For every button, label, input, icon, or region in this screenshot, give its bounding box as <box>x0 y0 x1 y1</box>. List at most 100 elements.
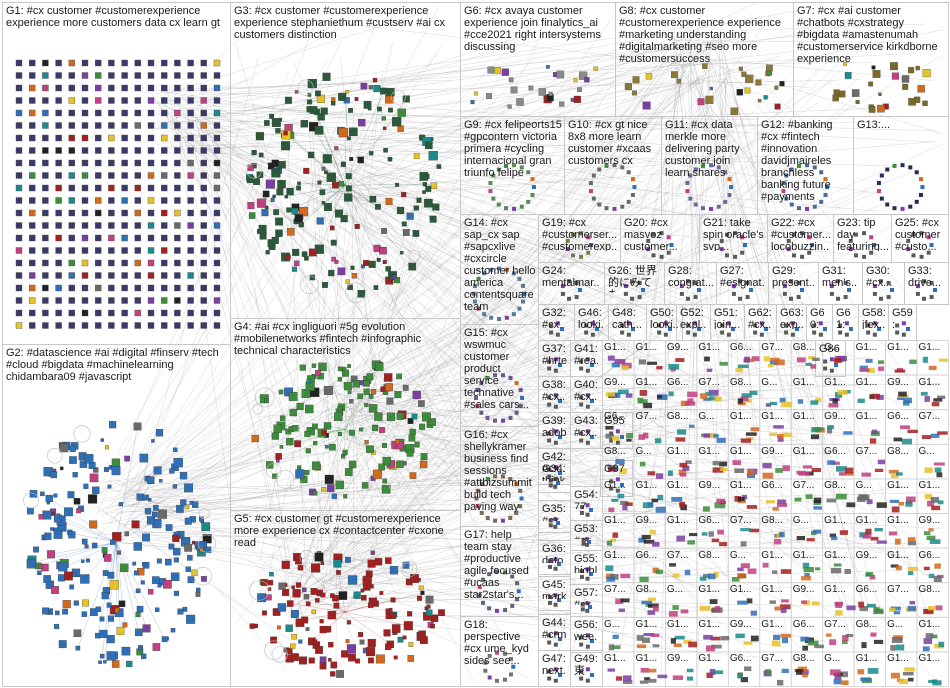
tile-group-label: G8... <box>824 480 852 492</box>
tile-group-label: G6... <box>824 446 852 458</box>
tile-group-label: G8... <box>856 619 884 631</box>
tile-group-label: G1... <box>667 515 695 527</box>
tile-group-label: G1... <box>824 550 852 562</box>
tile-group-label: G1... <box>730 480 758 492</box>
group-label-g20: G20: #cx masvoz customer... <box>624 217 697 251</box>
tile-group-label: G1... <box>856 515 884 527</box>
tile-group-label: G1... <box>824 515 852 527</box>
tile-group-label: G6... <box>793 619 821 631</box>
group-label-g48: G48: cath... <box>612 307 644 329</box>
group-label-g4: G4: #ai #cx ingliguori #5g evolution #mo… <box>234 321 458 357</box>
group-label-g56: G56: wee... <box>574 619 600 641</box>
tile-group-label: G1... <box>635 653 663 665</box>
tile-group-label: G7... <box>856 446 884 458</box>
tile-group-label: G... <box>635 446 663 458</box>
group-label-g10: G10: #cx gt nice 8x8 more learn customer… <box>568 119 659 167</box>
group-label-g28: G28: congrat... <box>668 265 714 289</box>
tile-group-label: G6... <box>604 411 632 423</box>
tile-group-label: G8... <box>730 377 758 389</box>
tile-group-label: G8... <box>698 550 726 562</box>
tile-group-label: G8... <box>919 584 947 596</box>
tile-group-label: G1... <box>887 480 915 492</box>
tile-group-label: G8... <box>667 411 695 423</box>
group-label-g50: G50: looki... <box>650 307 680 329</box>
group-label-g57: G57: #cx... <box>574 587 600 605</box>
tile-group-label: G1... <box>856 653 884 665</box>
tile-group-label: G1... <box>635 480 663 492</box>
tile-group-label: G8... <box>604 446 632 458</box>
tile-group-label: G8... <box>793 653 821 665</box>
group-label-g21: G21: take spin oracle's svp... <box>703 217 765 251</box>
tile-group-label: G1... <box>856 411 884 423</box>
tile-group-label: G9... <box>919 515 947 527</box>
tile-group-label: G6... <box>635 550 663 562</box>
tile-group-label: G... <box>761 377 789 389</box>
group-label-g97: G97 <box>604 463 630 475</box>
group-label-g2: G2: #datascience #ai #digital #finserv #… <box>6 347 228 383</box>
tile-group-label: G9... <box>761 446 789 458</box>
tile-group-label: G1... <box>887 515 915 527</box>
group-label-g27: G27: #esignat... <box>720 265 766 293</box>
group-label-g38: G38: #cx... <box>542 379 568 401</box>
group-label-g49: G49: 東北... <box>574 653 600 675</box>
tile-group-label: G6... <box>667 377 695 389</box>
tile-group-label: G9... <box>635 515 663 527</box>
tile-group-label: G... <box>824 653 852 665</box>
tile-group-label: G6... <box>856 584 884 596</box>
tile-group-label: G6... <box>698 515 726 527</box>
group-label-g53: G53: #cx... <box>574 523 600 539</box>
tile-group-label: G1... <box>635 342 663 354</box>
tile-group-label: G7... <box>761 342 789 354</box>
tile-group-label: G6... <box>761 480 789 492</box>
group-label-g59: G59: feli... <box>892 307 914 329</box>
tile-group-label: G9... <box>667 653 695 665</box>
tile-group-label: G1... <box>919 653 947 665</box>
group-label-g39: G39: adob... <box>542 415 568 437</box>
tile-group-label: G1... <box>667 480 695 492</box>
tile-group-label: G7... <box>730 515 758 527</box>
group-label-g63: G63: exp... <box>780 307 804 329</box>
tile-group-label: G1... <box>635 377 663 389</box>
tile-group-label: G1... <box>604 653 632 665</box>
group-label-g24: G24: mentalmar... <box>542 265 602 293</box>
group-label-g36: G36: dato... <box>542 543 568 563</box>
tile-group-label: G9... <box>698 480 726 492</box>
tile-group-label: G9... <box>887 377 915 389</box>
tile-group-label: G1... <box>887 653 915 665</box>
group-label-g13: G13:... <box>857 119 946 131</box>
tile-group-label: G1... <box>604 515 632 527</box>
group-label-g15: G15: #cx wswmuc customer product service… <box>464 327 536 411</box>
group-label-g40: G40: #cx... <box>574 379 600 401</box>
group-label-g31: G31: men's... <box>822 265 860 293</box>
group-label-g58: G58: jfex... <box>862 307 886 329</box>
group-label-g55: G55: highl... <box>574 553 600 573</box>
tile-group-label: G1... <box>730 446 758 458</box>
group-label-g33: G33: drive... <box>908 265 946 289</box>
tile-group-label: G8... <box>887 446 915 458</box>
tile-group-label: G1... <box>761 411 789 423</box>
group-label-g29: G29: present... <box>772 265 816 293</box>
tile-group-label: G1... <box>919 619 947 631</box>
group-label-g37: G37: #hrte... <box>542 343 568 365</box>
tile-group-label: G1... <box>698 342 726 354</box>
tile-group-label: G1... <box>604 480 632 492</box>
group-label-g5: G5: #cx customer gt #customerexperience … <box>234 513 458 549</box>
tile-group-label: G1... <box>793 446 821 458</box>
tile-group-label: G6... <box>887 411 915 423</box>
tile-group-label: G1... <box>761 584 789 596</box>
group-label-g43: G43: #cx... <box>574 415 600 437</box>
tile-group-label: G8... <box>761 515 789 527</box>
tile-group-label: G7... <box>667 550 695 562</box>
tile-group-label: G9... <box>793 584 821 596</box>
tile-group-label: G7... <box>824 619 852 631</box>
tile-group-label: G1... <box>824 584 852 596</box>
tile-group-label: G6... <box>730 653 758 665</box>
tile-group-label: G1... <box>919 480 947 492</box>
group-label-g30: G30: #cx... <box>866 265 902 289</box>
group-label-g62: G62: #cx... <box>748 307 774 329</box>
tile-group-label: G1... <box>761 619 789 631</box>
group-label-g7: G7: #cx #ai customer #chatbots #cxstrate… <box>797 5 946 65</box>
tile-group-label: G1... <box>698 446 726 458</box>
tile-group-label: G1... <box>667 446 695 458</box>
group-label-g26: G26: 世界 的にみても... <box>608 265 662 293</box>
